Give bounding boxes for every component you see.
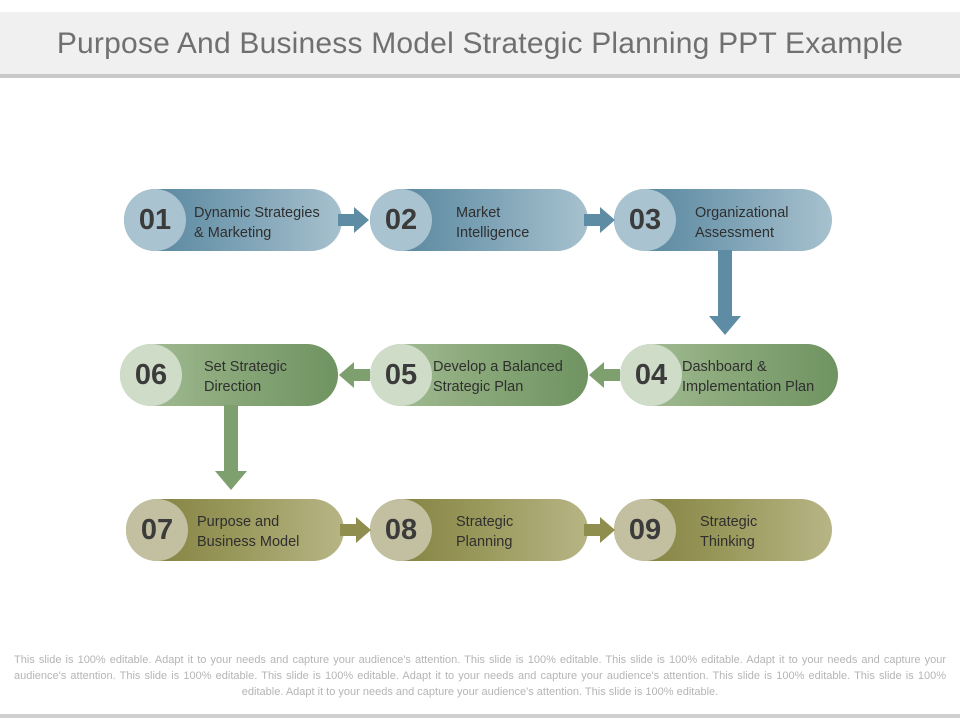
- arrow-right-icon: [584, 517, 615, 543]
- step-label: Dashboard & Implementation Plan: [682, 359, 815, 395]
- step-number: 05: [370, 344, 432, 406]
- step-09: 09 Strategic Thinking: [614, 499, 832, 561]
- step-number: 03: [614, 189, 676, 251]
- step-label: Set Strategic Direction: [204, 359, 288, 395]
- step-number: 01: [124, 189, 186, 251]
- arrow-right-icon: [338, 207, 369, 233]
- step-05: 05 Develop a Balanced Strategic Plan: [370, 344, 588, 406]
- step-number: 08: [370, 499, 432, 561]
- step-06: 06 Set Strategic Direction: [120, 344, 338, 406]
- step-number: 02: [370, 189, 432, 251]
- step-04: 04 Dashboard & Implementation Plan: [620, 344, 838, 406]
- step-number: 09: [614, 499, 676, 561]
- step-label: Organizational Assessment: [695, 205, 789, 241]
- step-01: 01 Dynamic Strategies & Marketing: [124, 189, 342, 251]
- step-label: Strategic Thinking: [700, 514, 758, 550]
- footer-text: This slide is 100% editable. Adapt it to…: [14, 654, 946, 698]
- title-bar: Purpose And Business Model Strategic Pla…: [0, 12, 960, 78]
- step-07: 07 Purpose and Business Model: [126, 499, 344, 561]
- step-03: 03 Organizational Assessment: [614, 189, 832, 251]
- arrow-right-icon: [340, 517, 371, 543]
- arrow-down-icon: [709, 250, 741, 335]
- step-number: 06: [120, 344, 182, 406]
- step-02: 02 Market Intelligence: [370, 189, 588, 251]
- step-label: Market Intelligence: [456, 205, 530, 241]
- slide-title: Purpose And Business Model Strategic Pla…: [56, 27, 904, 60]
- step-number: 07: [126, 499, 188, 561]
- arrow-left-icon: [339, 362, 370, 388]
- arrow-right-icon: [584, 207, 615, 233]
- bottom-divider: [0, 714, 960, 718]
- step-label: Purpose and Business Model: [197, 514, 300, 550]
- step-label: Strategic Planning: [456, 514, 514, 550]
- step-label: Dynamic Strategies & Marketing: [194, 205, 320, 241]
- arrow-left-icon: [589, 362, 620, 388]
- arrow-down-icon: [215, 405, 247, 490]
- step-08: 08 Strategic Planning: [370, 499, 588, 561]
- step-number: 04: [620, 344, 682, 406]
- step-label: Develop a Balanced Strategic Plan: [433, 359, 563, 395]
